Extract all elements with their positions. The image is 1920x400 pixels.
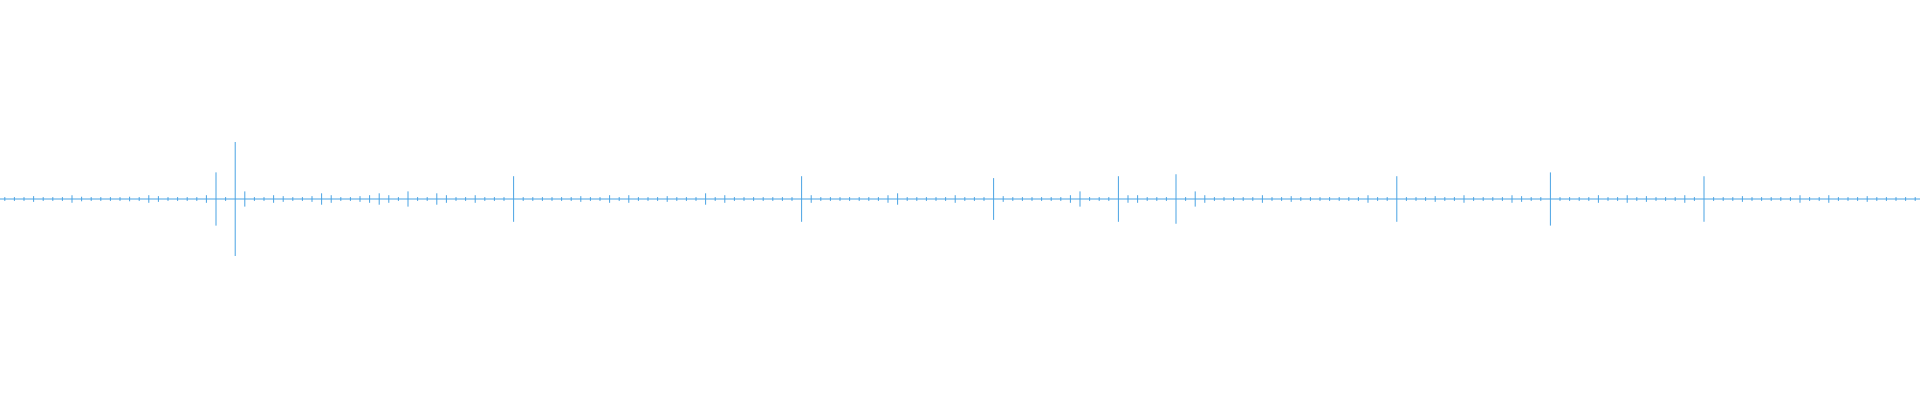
waveform-bars <box>4 142 1916 256</box>
